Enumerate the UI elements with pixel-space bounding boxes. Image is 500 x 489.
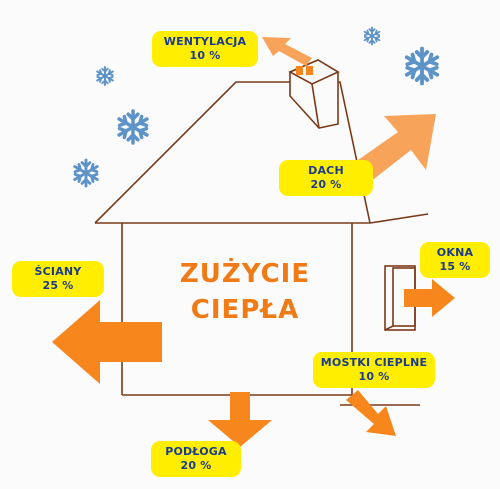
label-sciany: ŚCIANY 25 % <box>12 261 104 297</box>
label-value: 25 % <box>42 279 74 292</box>
title-line-2: CIEPŁA <box>190 295 300 325</box>
title-line-1: ZUŻYCIE <box>179 259 311 289</box>
snowflake-icon <box>117 109 149 145</box>
label-name: ŚCIANY <box>34 265 82 278</box>
arrow-icon <box>346 390 396 436</box>
label-value: 15 % <box>439 260 471 273</box>
arrow-icon <box>208 392 272 447</box>
label-dach: DACH 20 % <box>279 160 373 196</box>
arrow-icon <box>52 300 162 384</box>
arrow-icon <box>262 37 312 66</box>
label-mostki-cieplne: MOSTKI CIEPLNE 10 % <box>313 352 435 388</box>
arrow-icon <box>404 279 455 317</box>
chimney-icon <box>288 59 340 129</box>
label-podloga: PODŁOGA 20 % <box>151 441 241 477</box>
snowflake-icon <box>404 46 440 86</box>
snowflake-icon <box>363 26 381 46</box>
arrow-icon <box>358 114 436 182</box>
label-name: MOSTKI CIEPLNE <box>320 356 428 369</box>
label-value: 20 % <box>310 178 342 191</box>
label-name: DACH <box>308 164 344 177</box>
label-value: 10 % <box>358 370 390 383</box>
snowflake-icon <box>96 66 114 86</box>
label-value: 20 % <box>180 459 212 472</box>
label-name: WENTYLACJA <box>163 35 247 48</box>
label-wentylacja: WENTYLACJA 10 % <box>152 31 258 67</box>
snowflake-icon <box>73 158 99 188</box>
label-name: OKNA <box>436 246 474 259</box>
label-okna: OKNA 15 % <box>420 242 490 278</box>
label-value: 10 % <box>189 49 221 62</box>
label-name: PODŁOGA <box>165 445 227 458</box>
diagram-title: ZUŻYCIE CIEPŁA <box>150 256 340 328</box>
